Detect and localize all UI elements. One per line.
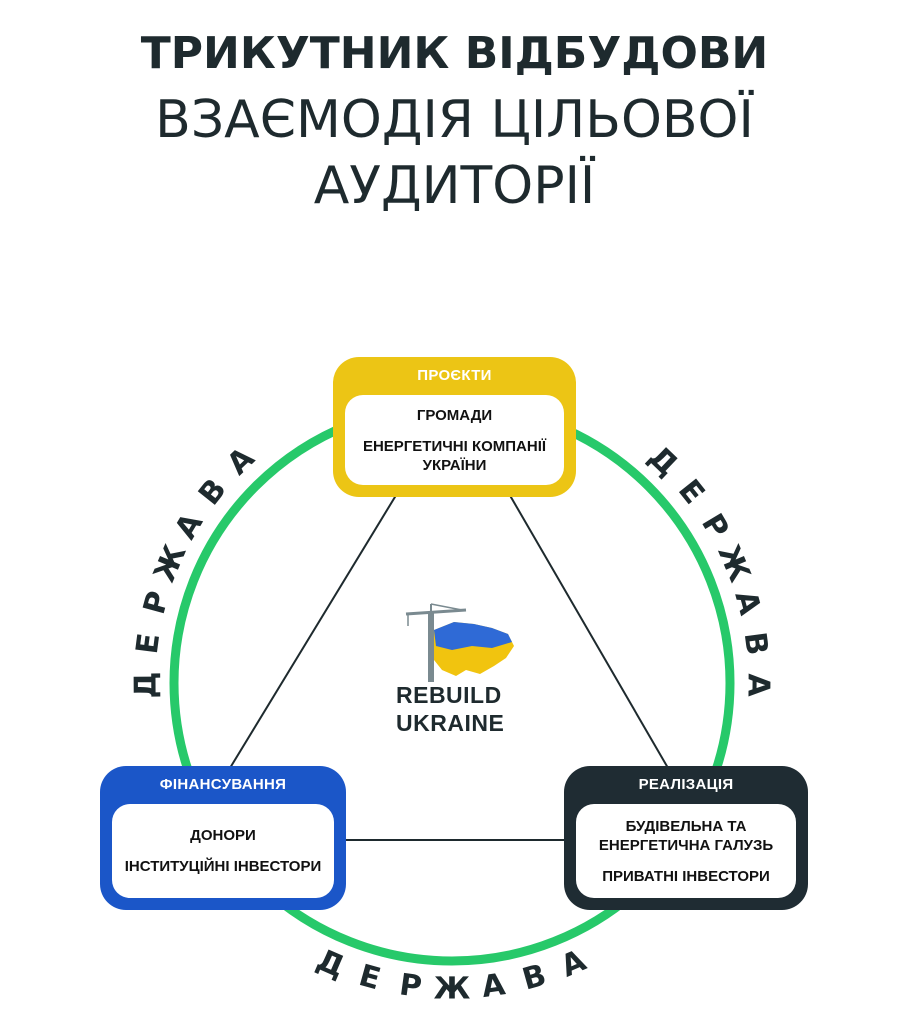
connector-top-right	[507, 491, 669, 769]
ring-label-bottom-letter: В	[519, 958, 550, 998]
node-financing: ФІНАНСУВАННЯ ДОНОРИ ІНСТИТУЦІЙНІ ІНВЕСТО…	[100, 766, 346, 910]
node-financing-item: ДОНОРИ	[190, 827, 256, 844]
ring-label-right-letter: В	[737, 630, 775, 657]
node-implementation-header: РЕАЛІЗАЦІЯ	[638, 776, 734, 793]
ring-label-left-letter: В	[192, 472, 234, 512]
ring-label-right-letter: Д	[641, 440, 684, 484]
node-projects-body: ГРОМАДИ ЕНЕРГЕТИЧНІ КОМПАНІЇ УКРАЇНИ	[345, 395, 564, 485]
ring-label-bottom-letter: Д	[311, 942, 349, 985]
ring-label-bottom-letter: Е	[355, 958, 384, 997]
ring-label-left-letter: А	[221, 440, 263, 482]
rebuild-ukraine-logo: REBUILD UKRAINE	[396, 600, 530, 750]
node-financing-header: ФІНАНСУВАННЯ	[159, 776, 287, 793]
node-implementation-item: БУДІВЕЛЬНА ТА ЕНЕРГЕТИЧНА ГАЛУЗЬ	[598, 817, 774, 854]
node-projects: ПРОЄКТИ ГРОМАДИ ЕНЕРГЕТИЧНІ КОМПАНІЇ УКР…	[333, 357, 576, 497]
node-projects-header: ПРОЄКТИ	[417, 367, 492, 384]
ring-label-right-letter: Е	[671, 473, 711, 511]
logo-text-line-2: UKRAINE	[396, 710, 505, 736]
node-projects-item: ГРОМАДИ	[416, 406, 493, 424]
node-projects-item: ЕНЕРГЕТИЧНІ КОМПАНІЇ УКРАЇНИ	[362, 437, 547, 474]
ring-label-left-letter: Р	[137, 588, 177, 618]
logo-text-line-1: REBUILD	[396, 682, 502, 708]
ring-label-left-letter: Ж	[147, 539, 194, 587]
ring-label-left-letter: Е	[130, 631, 167, 656]
node-financing-item: ІНСТИТУЦІЙНІ ІНВЕСТОРИ	[124, 858, 322, 875]
diagram-title: ТРИКУТНИК ВІДБУДОВИ	[140, 28, 769, 79]
ring-label-bottom-letter: Ж	[434, 972, 471, 1007]
ring-label-right-letter: Ж	[710, 540, 757, 588]
ring-label-bottom-letter: А	[556, 943, 592, 985]
ring-label-right-letter: Р	[694, 508, 735, 545]
crane-map-icon	[405, 603, 514, 682]
node-implementation-item: ПРИВАТНІ ІНВЕСТОРИ	[602, 867, 770, 885]
node-implementation: РЕАЛІЗАЦІЯ БУДІВЕЛЬНА ТА ЕНЕРГЕТИЧНА ГАЛ…	[564, 766, 808, 910]
ring-label-right-letter: А	[740, 673, 775, 697]
ring-label-left-letter: А	[168, 507, 210, 546]
diagram-subtitle-line-2: АУДИТОРІЇ	[313, 156, 596, 216]
ring-label-left-letter: Д	[128, 672, 163, 699]
node-implementation-body: БУДІВЕЛЬНА ТА ЕНЕРГЕТИЧНА ГАЛУЗЬ ПРИВАТН…	[576, 804, 796, 898]
ring-label-bottom-letter: А	[480, 967, 509, 1005]
connector-top-left	[229, 491, 399, 769]
ring-label-right-letter: А	[727, 587, 767, 619]
ring-label-bottom-letter: Р	[397, 967, 424, 1005]
node-financing-body: ДОНОРИ ІНСТИТУЦІЙНІ ІНВЕСТОРИ	[112, 804, 334, 898]
diagram-subtitle-line-1: ВЗАЄМОДІЯ ЦІЛЬОВОЇ	[155, 90, 754, 150]
